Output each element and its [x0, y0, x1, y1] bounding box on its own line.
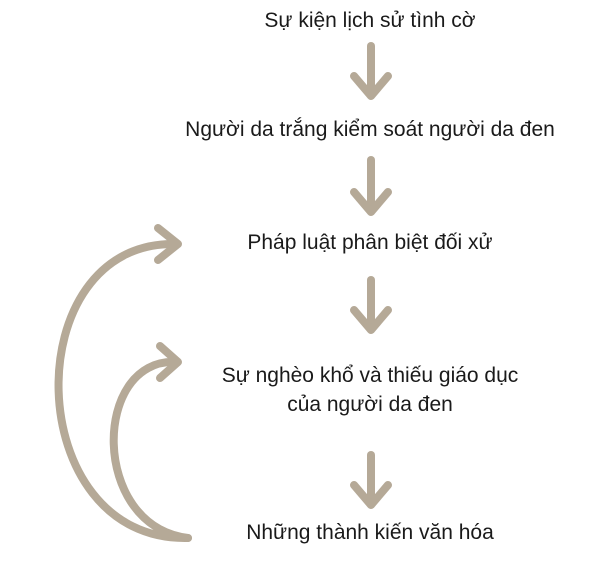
node-text-line: Những thành kiến văn hóa	[246, 521, 494, 544]
arrow-n4-to-n5	[350, 451, 392, 509]
arrow-n3-to-n4	[350, 276, 392, 334]
arrow-n1-to-n2	[350, 42, 392, 100]
node-text-line: Pháp luật phân biệt đối xử	[247, 231, 493, 254]
node-chance-historical-event: Sự kiện lịch sử tình cờ	[180, 6, 560, 35]
arrow-n5-to-n3	[54, 224, 192, 543]
node-poverty-lack-of-education: Sự nghèo khổ và thiếu giáo dục của người…	[180, 361, 560, 419]
arrow-n2-to-n3	[350, 156, 392, 216]
node-cultural-prejudices: Những thành kiến văn hóa	[180, 518, 560, 547]
node-white-control-black: Người da trắng kiểm soát người da đen	[160, 115, 580, 144]
arrow-n5-to-n4	[109, 342, 192, 542]
node-discriminatory-laws: Pháp luật phân biệt đối xử	[180, 228, 560, 257]
node-text-line: Người da trắng kiểm soát người da đen	[185, 118, 555, 141]
node-text-line: Sự kiện lịch sử tình cờ	[264, 9, 476, 32]
node-text-line: của người da đen	[287, 393, 453, 416]
node-text-line: Sự nghèo khổ và thiếu giáo dục	[221, 364, 519, 387]
